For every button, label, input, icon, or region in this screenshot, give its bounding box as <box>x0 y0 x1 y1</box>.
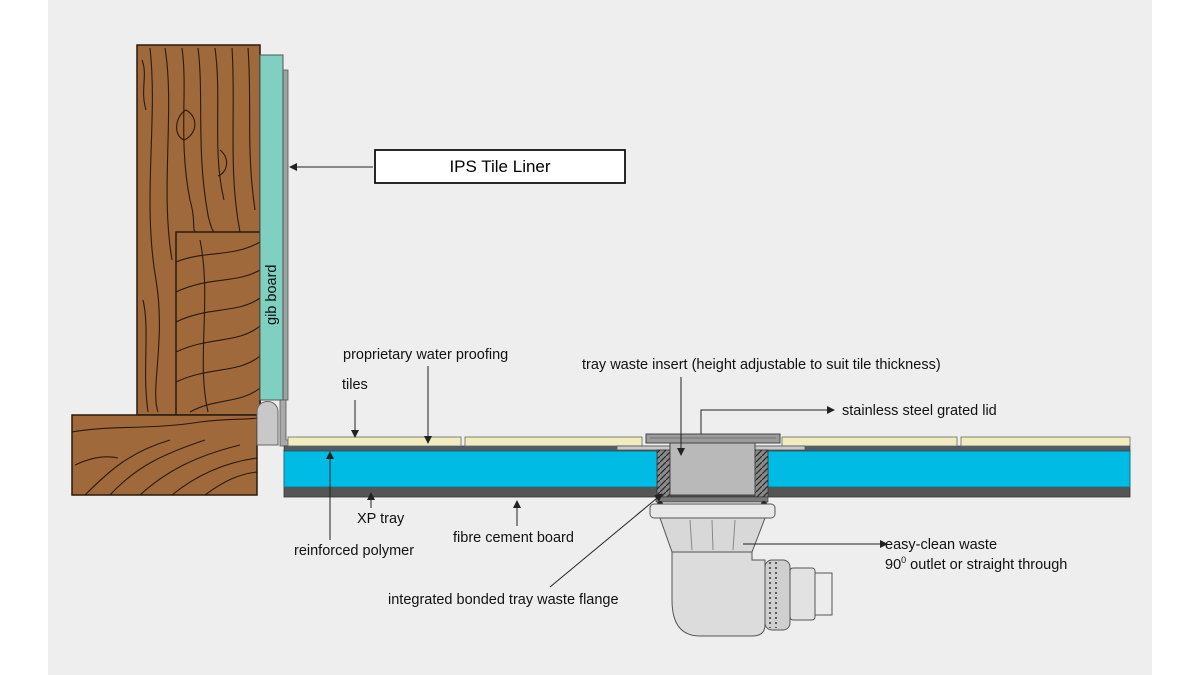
ips-tile-liner-callout-text: IPS Tile Liner <box>449 157 550 176</box>
label-integrated-bonded-tray-waste-flange: integrated bonded tray waste flange <box>388 592 619 608</box>
outlet-elbow <box>671 551 766 637</box>
label-outlet-type: 900 outlet or straight through <box>885 555 1067 573</box>
tile <box>287 436 462 447</box>
label-tray-waste-insert: tray waste insert (height adjustable to … <box>582 357 941 373</box>
label-tiles: tiles <box>342 377 368 393</box>
outlet-coupling <box>764 559 791 631</box>
tray-waste-drain <box>616 433 833 637</box>
tray-waste-insert <box>669 442 756 496</box>
timber-bottom-plate <box>71 414 258 496</box>
timber-nog <box>175 231 261 416</box>
wall-floor-junction-trim <box>256 399 301 447</box>
label-easy-clean-waste: easy-clean waste <box>885 537 997 553</box>
tile <box>781 436 958 447</box>
ips-tile-liner-callout-box <box>374 149 626 184</box>
arrow-integrated-flange <box>549 493 663 588</box>
label-fibre-cement-board: fibre cement board <box>453 530 574 546</box>
grated-lid <box>645 433 781 444</box>
flange-seal-left <box>656 449 671 498</box>
tiles <box>287 436 1131 447</box>
gib-board <box>259 54 284 401</box>
outlet-spigot <box>789 567 816 621</box>
label-reinforced-polymer: reinforced polymer <box>294 543 414 559</box>
arrow-grated-lid <box>700 406 835 434</box>
label-xp-tray: XP tray <box>357 511 405 527</box>
gib-board-label: gib board <box>264 265 280 325</box>
tile <box>960 436 1131 447</box>
label-stainless-steel-grated-lid: stainless steel grated lid <box>842 403 997 419</box>
flange-seal-right <box>754 449 769 498</box>
tile <box>464 436 643 447</box>
label-proprietary-water-proofing: proprietary water proofing <box>343 347 508 363</box>
